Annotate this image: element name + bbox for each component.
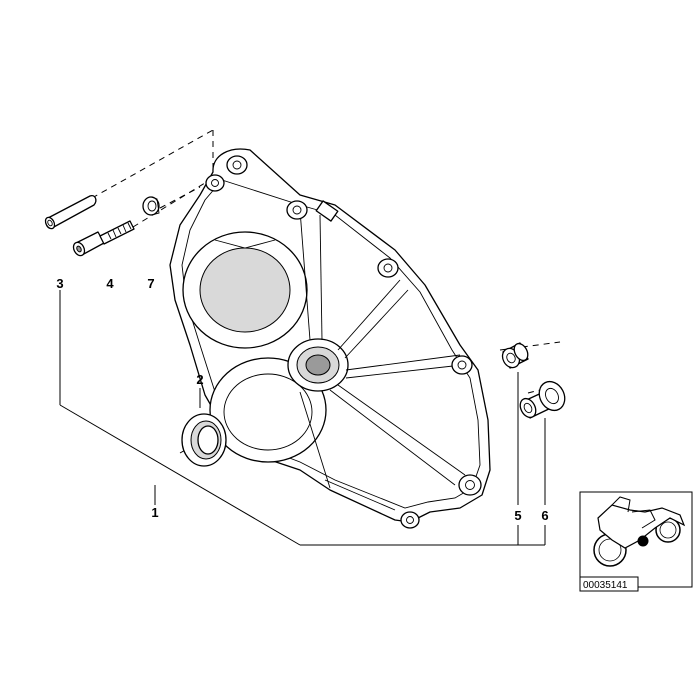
reference-code: 00035141 bbox=[583, 580, 628, 591]
washer bbox=[142, 196, 160, 216]
callout-6: 6 bbox=[541, 508, 548, 523]
callout-4: 4 bbox=[106, 276, 114, 291]
motorcycle-icon bbox=[593, 496, 686, 567]
callout-3: 3 bbox=[56, 276, 63, 291]
callout-5: 5 bbox=[514, 508, 521, 523]
callout-1: 1 bbox=[151, 505, 158, 520]
dowel-bush bbox=[501, 342, 529, 369]
sealing-ring bbox=[181, 413, 227, 467]
flanged-bush bbox=[519, 380, 566, 419]
bolt-bosses bbox=[205, 155, 482, 529]
callout-labels: 1 2 3 4 5 6 7 bbox=[56, 276, 548, 523]
hex-bolt bbox=[72, 220, 135, 257]
callout-2: 2 bbox=[196, 372, 203, 387]
gearbox-cover bbox=[169, 148, 491, 529]
dowel-sleeve bbox=[44, 194, 97, 230]
callout-7: 7 bbox=[147, 276, 154, 291]
reference-thumbnail: 00035141 bbox=[579, 491, 693, 592]
